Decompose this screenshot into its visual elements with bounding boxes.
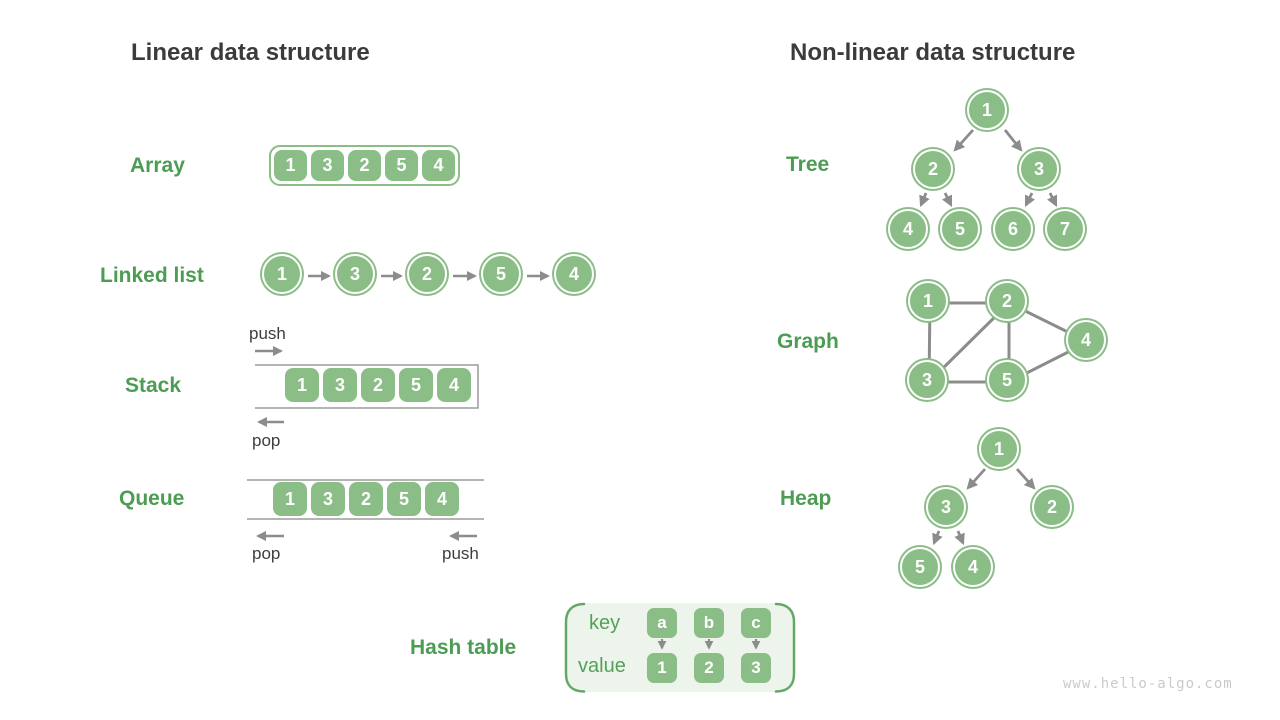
linked-list-node: 3: [335, 254, 375, 294]
hash-key-cell: a: [647, 608, 677, 638]
hash-key-cell: c: [741, 608, 771, 638]
stack-cells: 1 3 2 5 4: [285, 368, 471, 402]
hash-value-cell: 3: [741, 653, 771, 683]
stack-container: [255, 346, 479, 427]
graph-node: 4: [1066, 320, 1106, 360]
queue-cell: 3: [311, 482, 345, 516]
stack-label: Stack: [125, 374, 182, 397]
queue-cell: 4: [425, 482, 459, 516]
tree-node: 2: [913, 149, 953, 189]
graph-node: 2: [987, 281, 1027, 321]
array-cell: 4: [422, 150, 455, 181]
heap-node: 5: [900, 547, 940, 587]
queue-cell: 2: [349, 482, 383, 516]
hash-right-bracket-icon: [774, 602, 796, 693]
tree-node: 7: [1045, 209, 1085, 249]
stack-cell: 3: [323, 368, 357, 402]
queue-container: [247, 479, 484, 541]
linear-section-title: Linear data structure: [131, 39, 370, 66]
graph-node: 3: [907, 360, 947, 400]
heap-node: 1: [979, 429, 1019, 469]
tree-node: 5: [940, 209, 980, 249]
graph-node: 1: [908, 281, 948, 321]
hash-table-label: Hash table: [410, 636, 517, 659]
array-cell: 5: [385, 150, 418, 181]
queue-pop-label: pop: [252, 544, 281, 563]
hash-value-cell: 2: [694, 653, 724, 683]
heap-node: 2: [1032, 487, 1072, 527]
heap-label: Heap: [780, 487, 832, 510]
linked-list-node: 1: [262, 254, 302, 294]
array-label: Array: [130, 154, 185, 177]
hash-mapping-arrow-icons: [657, 639, 761, 650]
queue-push-label: push: [442, 544, 479, 563]
graph-label: Graph: [777, 330, 839, 353]
hash-key-cell: b: [694, 608, 724, 638]
tree-node: 1: [967, 90, 1007, 130]
stack-cell: 4: [437, 368, 471, 402]
stack-pop-label: pop: [252, 431, 281, 450]
tree-node: 6: [993, 209, 1033, 249]
array-cell: 3: [311, 150, 344, 181]
tree-node: 4: [888, 209, 928, 249]
array-cell: 2: [348, 150, 381, 181]
hash-table-container: [564, 602, 796, 693]
linked-list-label: Linked list: [100, 264, 204, 287]
queue-label: Queue: [119, 487, 185, 510]
tree-label: Tree: [786, 153, 830, 176]
queue-cell: 5: [387, 482, 421, 516]
heap-edges: [932, 468, 1036, 546]
stack-cell: 1: [285, 368, 319, 402]
watermark: www.hello-algo.com: [1063, 676, 1233, 692]
tree-edges: [919, 129, 1058, 208]
stack-cell: 2: [361, 368, 395, 402]
hash-value-header: value: [578, 655, 626, 677]
hash-value-cell: 1: [647, 653, 677, 683]
stack-push-label: push: [249, 324, 286, 343]
linked-list-node: 4: [554, 254, 594, 294]
array-container: 1 3 2 5 4: [269, 145, 460, 186]
queue-cell: 1: [273, 482, 307, 516]
linked-list-node: 2: [407, 254, 447, 294]
hash-key-header: key: [589, 612, 621, 634]
heap-node: 4: [953, 547, 993, 587]
stack-cell: 5: [399, 368, 433, 402]
tree-node: 3: [1019, 149, 1059, 189]
heap-node: 3: [926, 487, 966, 527]
nonlinear-section-title: Non-linear data structure: [790, 39, 1076, 66]
graph-node: 5: [987, 360, 1027, 400]
array-cell: 1: [274, 150, 307, 181]
hash-left-bracket-icon: [564, 602, 586, 693]
queue-cells: 1 3 2 5 4: [273, 482, 459, 516]
linked-list-node: 5: [481, 254, 521, 294]
